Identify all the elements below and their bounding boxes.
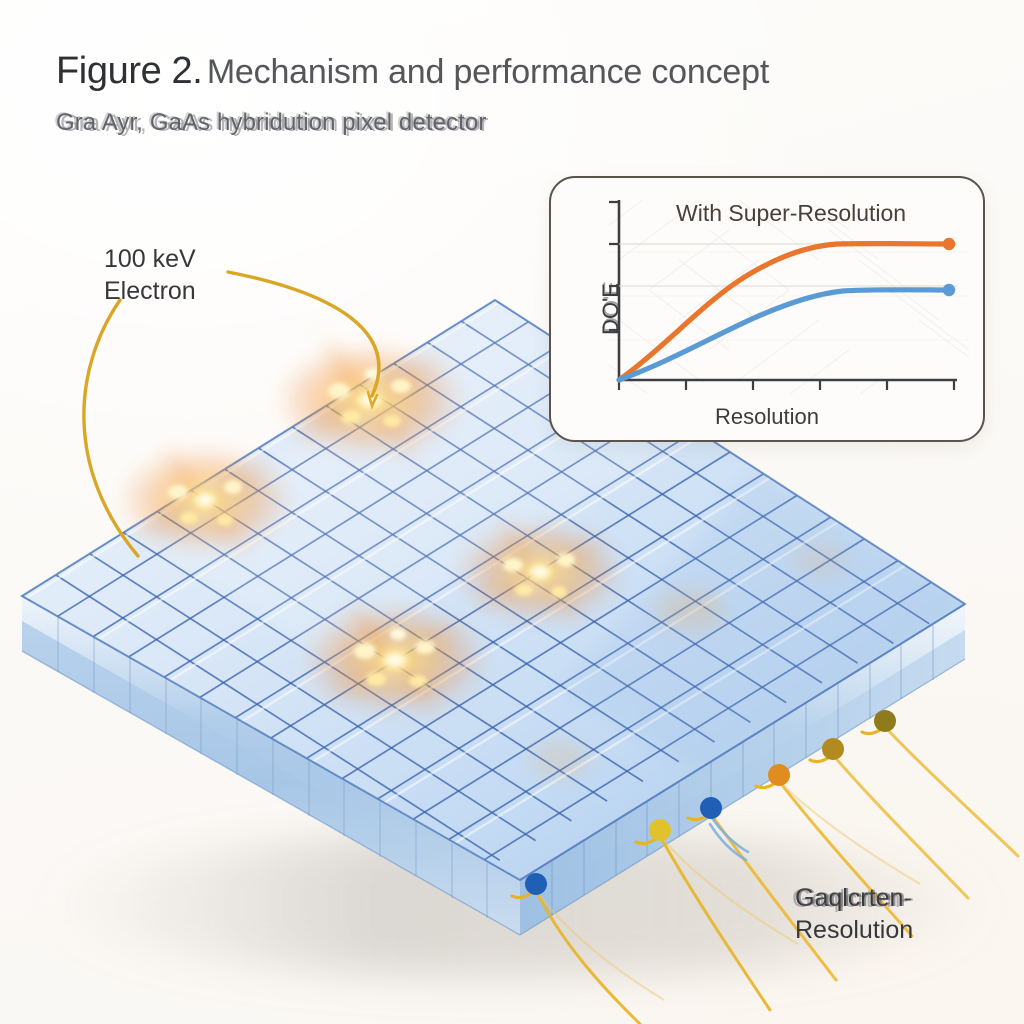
figure-subtitle-ghost-b: Gra Ayr, GaAs hybridution pixel detector [54, 108, 485, 135]
bond-dot [649, 819, 671, 841]
scintillation-events [117, 330, 846, 778]
chart-reference-lines [619, 243, 957, 287]
electron-impact-marks [366, 390, 379, 410]
callout-sub-line1: Gaqlcrten- [795, 884, 912, 912]
figure-subtitle-ghost-a: Gra Ayr, GaAs hybridution pixel detector [60, 110, 489, 137]
bond-dot [874, 710, 896, 732]
chart-x-ticks [617, 380, 956, 390]
callout-electron: 100 keV Electron [104, 243, 196, 307]
callout-sub-line1-wrap: Gaqlcrten- Gaqlcrten- Gaqlcrten- [792, 882, 914, 914]
callout-sub-line2-wrap: Resolution [795, 914, 913, 946]
event-3 [454, 512, 626, 632]
event-bloom-faint-1 [656, 590, 724, 630]
figure-title-text: Mechanism and performance concept [206, 53, 770, 91]
event-bloom-faint-3 [530, 742, 590, 778]
event-4 [301, 596, 489, 724]
figure-number: Figure 2. [56, 50, 203, 92]
event-bloom-faint-2 [794, 544, 846, 576]
series-endpoint-marker [942, 283, 956, 297]
chart-axes [617, 200, 957, 382]
callout-sub-line1-ghost-b: Gaqlcrten- [792, 885, 909, 913]
readout-connectors [510, 710, 1020, 1024]
series-with-super-resolution [616, 237, 956, 383]
electron-leader-lines [82, 270, 381, 558]
callout-sub-line2: Resolution [795, 916, 914, 944]
bond-dots [525, 710, 896, 895]
series-without-super-resolution [616, 283, 956, 383]
callout-electron-line1: 100 keV [104, 245, 196, 273]
figure-subtitle: Gra Ayr, GaAs hybridution pixel detector [56, 109, 487, 136]
callout-electron-line2: Electron [104, 277, 196, 305]
chart-x-axis-label: Resolution [715, 404, 819, 429]
inset-chart [609, 200, 957, 390]
bond-dot [768, 764, 790, 786]
bond-dot [700, 797, 722, 819]
chart-y-axis-label: DO'E [597, 283, 623, 335]
inset-chart-panel: With Super-Resolution DO'E DO'E Resoluti… [549, 176, 985, 442]
figure-subtitle-wrap: Gra Ayr, GaAs hybridution pixel detector… [54, 108, 996, 143]
event-2 [117, 438, 293, 562]
series-endpoint-marker [942, 237, 956, 251]
chart-y-ticks [609, 200, 619, 332]
callout-sub-resolution: Gaqlcrten- Gaqlcrten- Gaqlcrten- Resolut… [792, 882, 914, 946]
chart-annotation-super-resolution: With Super-Resolution [676, 200, 907, 226]
callout-sub-line1-ghost-a: Gaqlcrten- [797, 884, 914, 912]
bond-dot [822, 738, 844, 760]
charge-spread-whisker [708, 816, 750, 862]
figure-heading: Figure 2. Mechanism and performance conc… [54, 50, 996, 143]
figure-title: Figure 2. Mechanism and performance conc… [56, 50, 996, 93]
bond-dot [525, 873, 547, 895]
chart-y-axis-label-host: DO'E DO'E [597, 178, 639, 440]
